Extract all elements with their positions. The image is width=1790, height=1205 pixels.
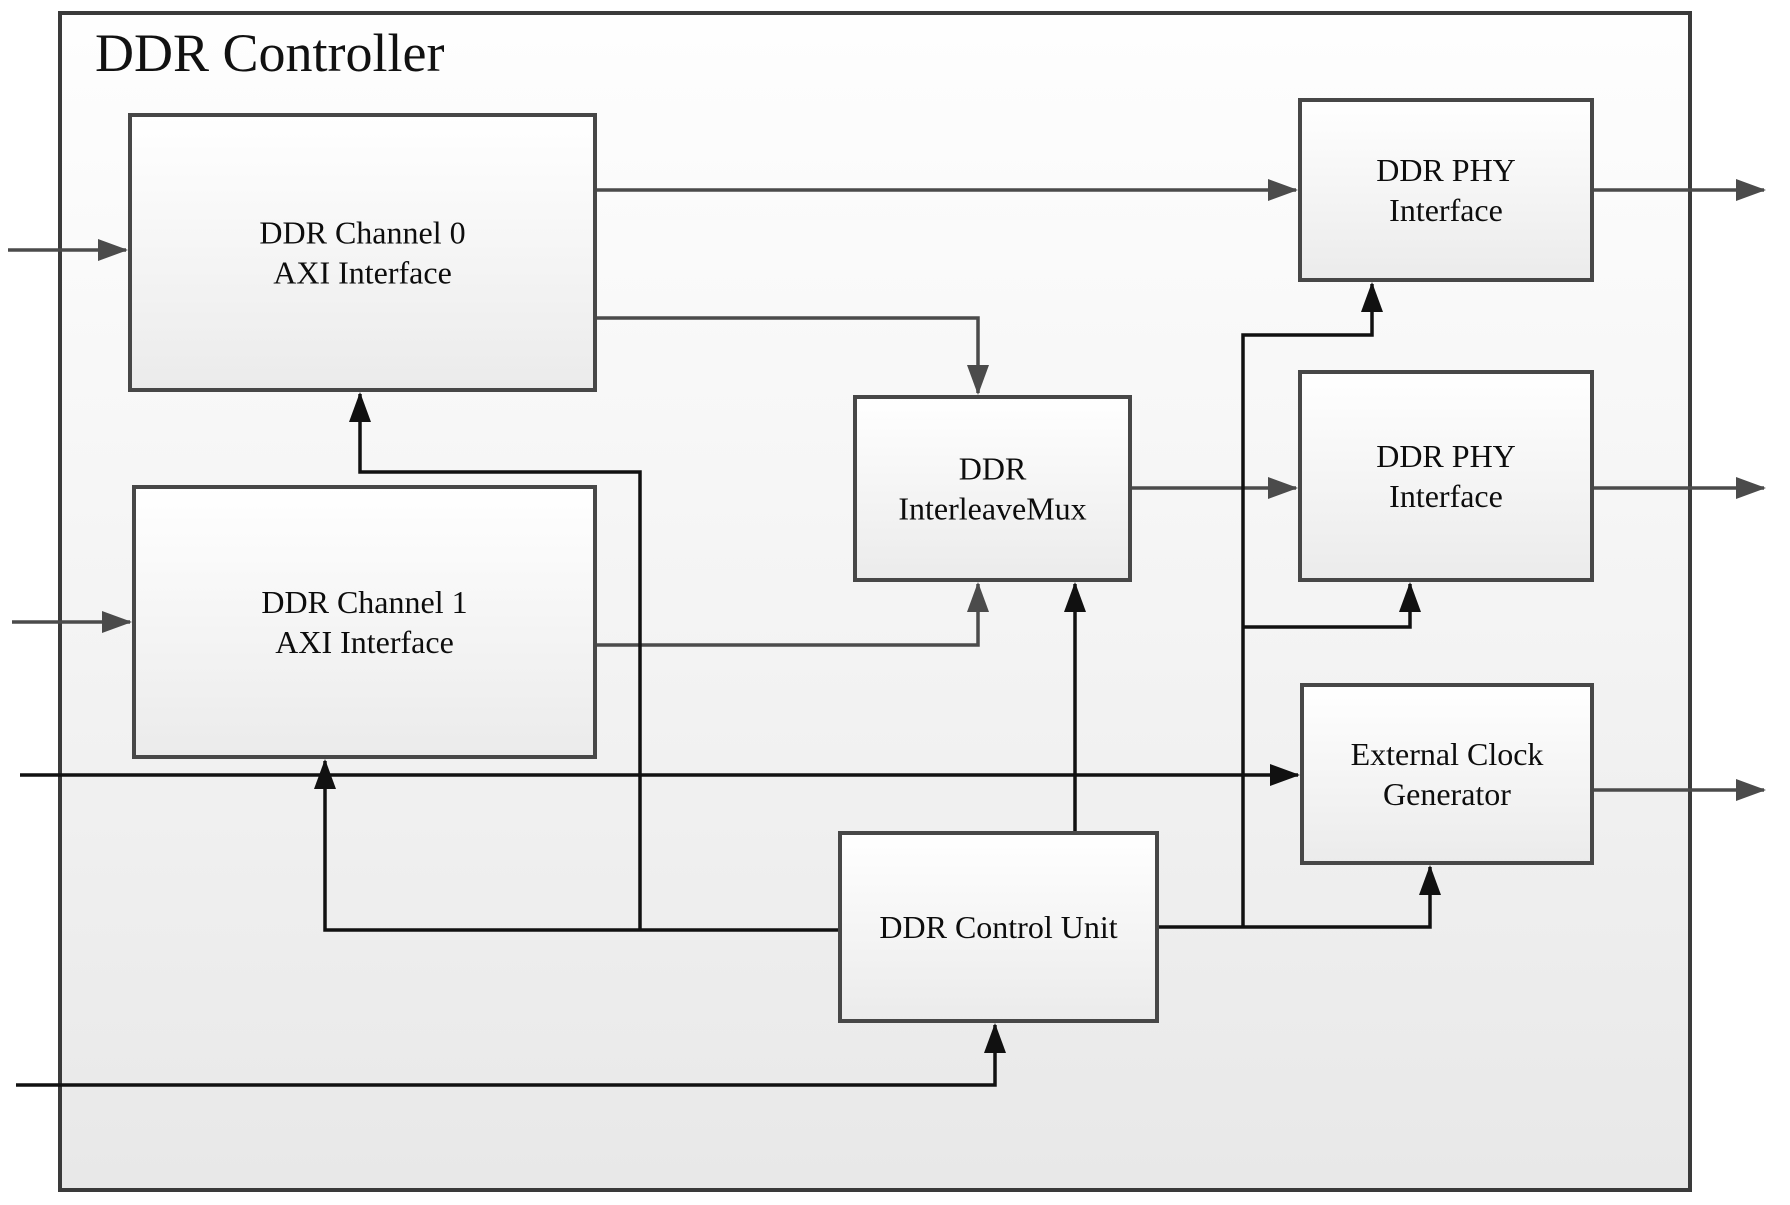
edge-control-unit-to-channel0: [349, 392, 642, 930]
diagram-title: DDR Controller: [95, 23, 445, 83]
block-ddr-control-unit: [838, 831, 1159, 1023]
block-ddr-phy-interface-middle: [1298, 370, 1594, 582]
block-external-clock-generator: [1300, 683, 1594, 865]
edge-channel0-to-interleave-mux: [595, 316, 989, 395]
edge-control-unit-to-phy-top: [1241, 282, 1383, 927]
block-ddr-control-unit-label: DDR Control Unit: [879, 909, 1117, 945]
block-ddr-interleave-mux: [853, 395, 1132, 582]
edge-control-unit-to-external-clock: [1157, 865, 1441, 929]
edge-control-unit-to-channel1: [314, 759, 840, 932]
block-ddr-channel1-axi-interface: [132, 485, 597, 759]
edge-external-input-to-control-unit: [16, 1023, 1006, 1087]
block-ddr-channel0-axi-interface: [128, 113, 597, 392]
edge-control-unit-to-phy-middle: [1243, 582, 1421, 629]
edge-channel1-to-interleave-mux: [595, 582, 989, 647]
block-ddr-phy-interface-top: [1298, 98, 1594, 282]
